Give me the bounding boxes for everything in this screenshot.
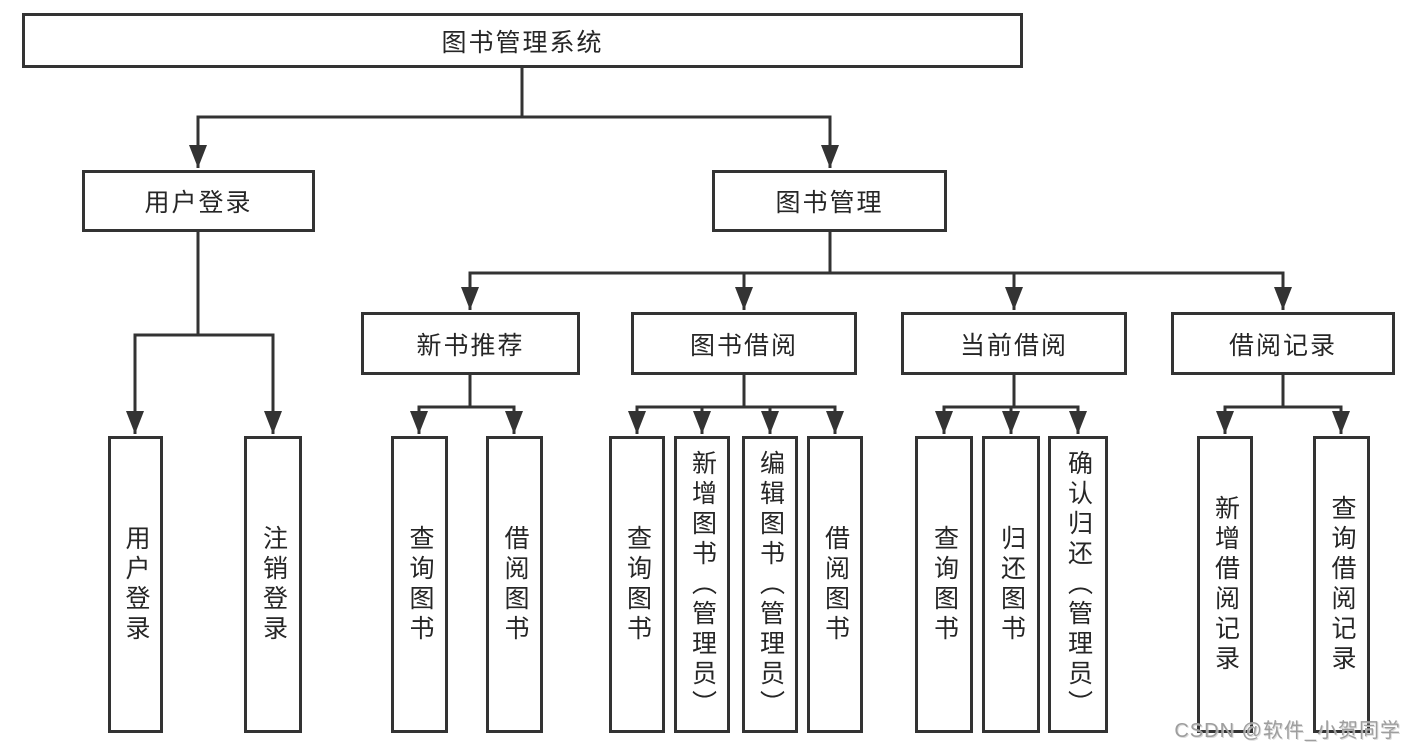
node-label: 图书管理: [775, 189, 884, 217]
node-label: 图书管理系统: [441, 28, 604, 57]
leaf-edit-book-admin: 编辑图书（管理员）: [742, 436, 798, 733]
node-current-borrow: 当前借阅: [901, 312, 1127, 375]
node-label: 新增借阅记录: [1211, 494, 1240, 675]
leaf-query-book-borrow: 查询图书: [609, 436, 665, 733]
node-borrow-records: 借阅记录: [1171, 312, 1395, 375]
node-label: 借阅记录: [1228, 331, 1337, 360]
leaf-borrow-book-recommend: 借阅图书: [486, 436, 543, 733]
node-label: 确认归还（管理员）: [1064, 449, 1093, 720]
leaf-query-borrow-record: 查询借阅记录: [1313, 436, 1370, 733]
node-label: 图书借阅: [689, 331, 798, 360]
leaf-add-borrow-record: 新增借阅记录: [1197, 436, 1253, 733]
node-label: 用户登录: [122, 524, 150, 645]
leaf-logout: 注销登录: [244, 436, 302, 733]
node-label: 查询图书: [623, 524, 652, 645]
csdn-watermark: CSDN @软件_小贺同学: [1174, 720, 1401, 742]
leaf-user-login: 用户登录: [108, 436, 163, 733]
node-label: 当前借阅: [959, 331, 1068, 360]
node-label: 新书推荐: [416, 331, 525, 360]
leaf-query-book-current: 查询图书: [915, 436, 973, 733]
node-library-system: 图书管理系统: [22, 13, 1023, 68]
node-label: 用户登录: [144, 189, 253, 217]
node-label: 新增图书（管理员）: [688, 449, 717, 720]
node-label: 借阅图书: [821, 524, 850, 645]
node-book-borrow: 图书借阅: [631, 312, 857, 375]
node-label: 借阅图书: [501, 524, 529, 645]
node-book-management: 图书管理: [712, 170, 947, 232]
leaf-return-book: 归还图书: [982, 436, 1040, 733]
node-label: 归还图书: [997, 524, 1026, 645]
leaf-confirm-return-admin: 确认归还（管理员）: [1048, 436, 1108, 733]
node-label: 编辑图书（管理员）: [756, 449, 785, 720]
node-label: 查询图书: [930, 524, 959, 645]
node-label: 注销登录: [259, 524, 288, 645]
node-user-login: 用户登录: [82, 170, 315, 232]
leaf-borrow-book: 借阅图书: [807, 436, 863, 733]
leaf-query-book-recommend: 查询图书: [391, 436, 448, 733]
leaf-add-book-admin: 新增图书（管理员）: [674, 436, 730, 733]
node-new-book-recommend: 新书推荐: [361, 312, 580, 375]
node-label: 查询借阅记录: [1328, 494, 1356, 675]
node-label: 查询图书: [406, 524, 434, 645]
